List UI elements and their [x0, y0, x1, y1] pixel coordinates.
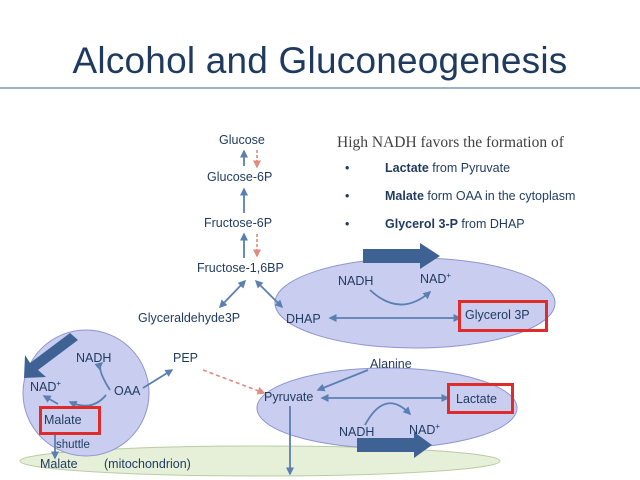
malate-oaa-to-malate-arrow	[68, 394, 107, 409]
glycerol-nad-sup: +	[446, 271, 452, 280]
malate-nad-arrow	[42, 395, 59, 405]
big-arrow-glycerol	[363, 243, 440, 269]
malate-nad: NAD+	[30, 380, 61, 394]
label-oaa: OAA	[114, 384, 141, 398]
highlight-lactate	[447, 383, 514, 414]
lactate-nad-text: NAD	[409, 423, 436, 438]
big-arrow-lactate	[357, 432, 432, 458]
bullet-text: from Pyruvate	[428, 161, 511, 175]
arrow-oaa-to-pep	[142, 369, 174, 389]
big-arrow-malate	[24, 333, 78, 378]
malate-nad-sup: +	[56, 379, 62, 388]
highlight-malate	[39, 406, 101, 435]
lactate-cofactor-arrow	[364, 402, 412, 426]
highlight-glycerol-3p	[458, 300, 548, 332]
bullet-bold: Malate	[385, 189, 424, 203]
dashed-arrow-pep-to-pyruvate	[202, 369, 266, 395]
label-glyceraldehyde-3p: Glyceraldehyde3P	[138, 311, 241, 325]
label-alanine: Alanine	[370, 357, 412, 371]
mito-label: (mitochondrion)	[104, 457, 191, 471]
label-malate: Malate	[44, 413, 82, 427]
glycerol-cofactor-arrow	[369, 289, 432, 306]
label-fructose-16bp: Fructose-1,6BP	[197, 261, 284, 275]
label-shuttle: shuttle	[56, 439, 90, 451]
mito-malate: Malate	[40, 457, 78, 471]
label-lactate: Lactate	[456, 392, 498, 406]
label-pep: PEP	[173, 351, 199, 365]
slide-title: Alcohol and Gluconeogenesis	[72, 40, 568, 81]
malate-compartment	[22, 329, 150, 457]
title-divider	[0, 87, 640, 89]
bullet-dot: •	[345, 217, 350, 231]
bullet-bold: Glycerol 3-P	[385, 217, 458, 231]
glycerol-nad-text: NAD	[420, 272, 447, 287]
bullet-dot: •	[345, 189, 350, 203]
mitochondrion-ellipse	[19, 445, 501, 477]
label-glycerol-3p: Glycerol 3P	[465, 308, 530, 322]
bullet-bold: Lactate	[385, 161, 429, 175]
label-glucose: Glucose	[219, 133, 265, 147]
label-glucose-6p: Glucose-6P	[207, 170, 273, 184]
label-pyruvate: Pyruvate	[264, 390, 314, 404]
bullet-text: form OAA in the cytoplasm	[423, 189, 576, 203]
lactate-nad: NAD+	[409, 423, 440, 437]
arrow-gap-to-f16bp	[218, 279, 247, 309]
label-fructose-6p: Fructose-6P	[204, 216, 273, 230]
bullet-text: from DHAP	[457, 217, 525, 231]
nadh-heading: High NADH favors the formation of	[337, 134, 564, 151]
arrow-alanine-to-pyruvate	[316, 369, 369, 392]
glycerol-nadh: NADH	[338, 274, 374, 288]
label-dhap: DHAP	[286, 312, 321, 326]
malate-nadh: NADH	[76, 351, 112, 365]
malate-nad-text: NAD	[30, 380, 57, 395]
glycerol-nad: NAD+	[420, 272, 451, 286]
bullet-dot: •	[345, 161, 350, 175]
lactate-nadh: NADH	[339, 425, 375, 439]
malate-cycle-arrow	[94, 362, 111, 391]
lactate-nad-sup: +	[435, 422, 441, 431]
arrow-dhap-to-f16bp	[254, 279, 284, 309]
